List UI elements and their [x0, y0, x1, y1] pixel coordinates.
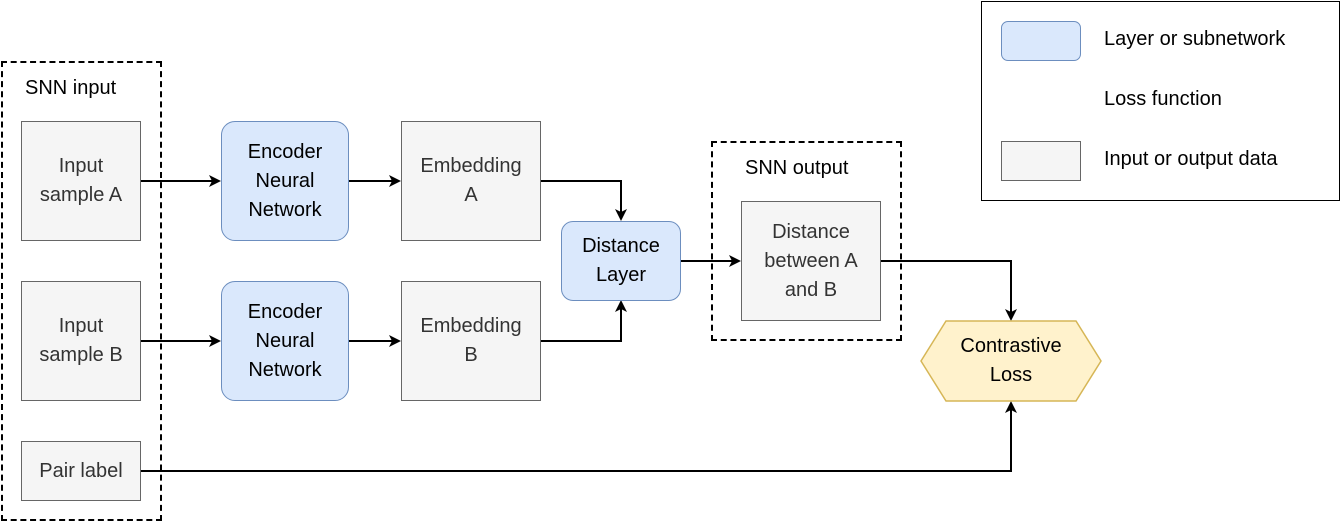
- encoder-network-a: Encoder Neural Network: [221, 121, 349, 241]
- pair-label: Pair label: [21, 441, 141, 501]
- snn-output-group: [711, 141, 902, 341]
- input-sample-b: Input sample B: [21, 281, 141, 401]
- embedding-a: Embedding A: [401, 121, 541, 241]
- arrow-distance-output-to-loss: [881, 260, 1017, 321]
- snn-input-label: SNN input: [25, 77, 117, 99]
- encoder-network-b: Encoder Neural Network: [221, 281, 349, 401]
- contrastive-loss-hexagon: [920, 320, 1102, 402]
- legend-loss-label: Loss function: [1104, 88, 1222, 110]
- distance-between-a-and-b: Distance between A and B: [741, 201, 881, 321]
- snn-input-group: [1, 61, 162, 521]
- arrow-pair-label-to-loss: [141, 401, 1017, 472]
- arrow-embedding-b-to-distance-layer: [541, 300, 627, 342]
- snn-output-label: SNN output: [745, 157, 849, 179]
- arrow-embedding-a-to-distance-layer: [541, 180, 627, 221]
- legend-data-swatch: [1001, 141, 1081, 181]
- embedding-b: Embedding B: [401, 281, 541, 401]
- legend-layer-swatch: [1001, 21, 1081, 61]
- distance-layer: Distance Layer: [561, 221, 681, 301]
- legend-layer-label: Layer or subnetwork: [1104, 28, 1286, 50]
- input-sample-a: Input sample A: [21, 121, 141, 241]
- contrastive-loss-label: Contrastive Loss: [960, 335, 1062, 386]
- legend-data-label: Input or output data: [1104, 148, 1278, 170]
